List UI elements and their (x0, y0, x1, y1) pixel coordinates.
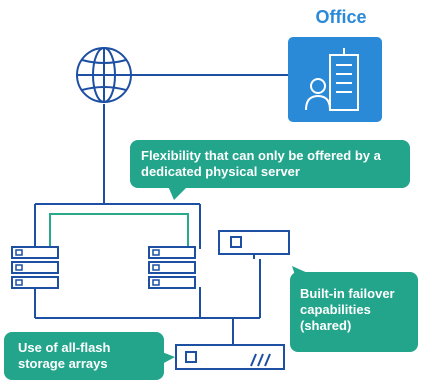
callout-failover: Built-in failover capabilities (shared) (300, 286, 395, 333)
storage-array-icon (175, 344, 285, 370)
server-icon (11, 246, 59, 289)
switch-icon (218, 230, 290, 255)
callout-failover-shape (290, 266, 418, 352)
network-links (34, 74, 288, 345)
callout-flexibility-shape (130, 140, 410, 200)
server-icon (148, 246, 196, 289)
callout-storage: Use of all-flash storage arrays (18, 340, 111, 371)
dedicated-link (49, 213, 189, 249)
globe-icon (76, 47, 132, 103)
office-title: Office (315, 7, 367, 27)
callout-storage-shape (4, 332, 175, 380)
office-building-icon (288, 37, 382, 122)
callout-flexibility: Flexibility that can only be offered by … (141, 148, 381, 179)
